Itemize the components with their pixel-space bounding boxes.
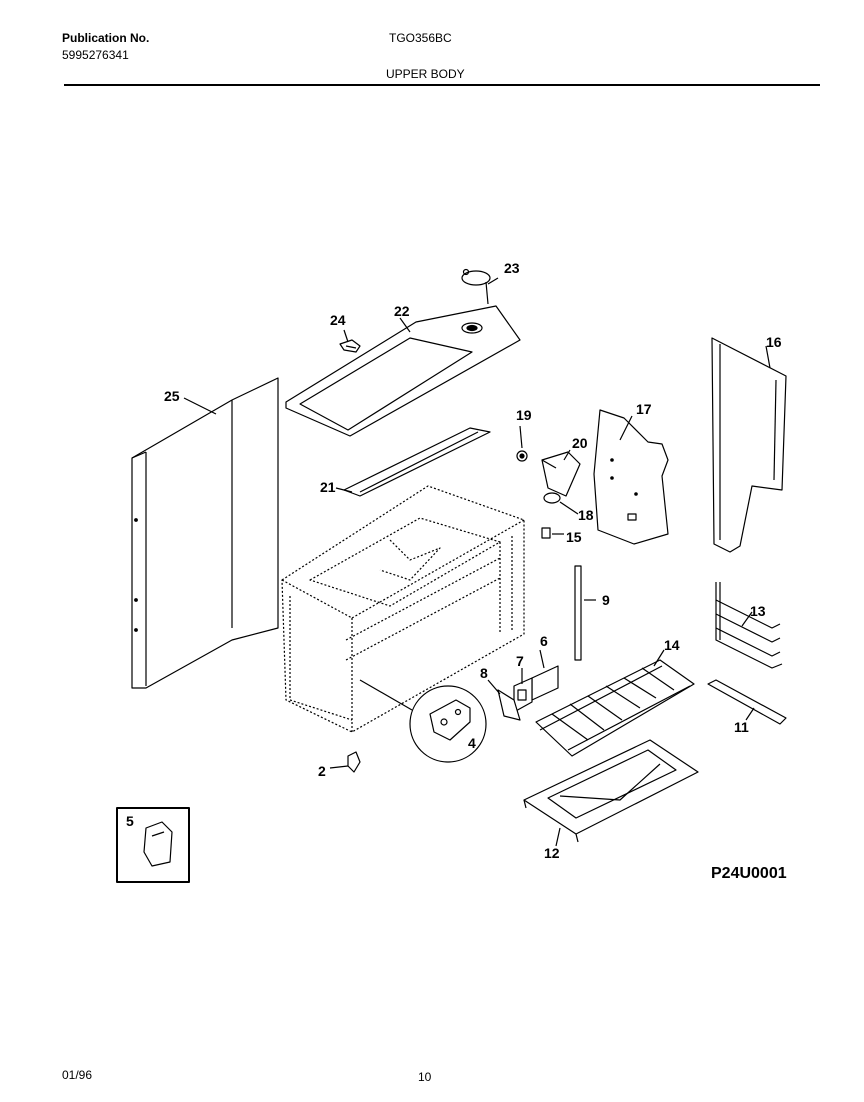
header-rule <box>64 84 820 86</box>
part-oven-rack <box>535 659 695 757</box>
part-bake-element <box>715 582 783 669</box>
model-number: TGO356BC <box>389 31 452 45</box>
publication-number: 5995276341 <box>62 48 129 62</box>
callout-25: 25 <box>164 388 180 404</box>
callout-2: 2 <box>318 763 326 779</box>
leader-lines <box>183 277 771 847</box>
section-title: UPPER BODY <box>386 67 465 81</box>
callout-15: 15 <box>566 529 582 545</box>
part-top-panel <box>285 305 521 437</box>
callout-22: 22 <box>394 303 410 319</box>
callout-24: 24 <box>330 312 346 328</box>
part-rod <box>574 565 582 661</box>
callout-14: 14 <box>664 637 680 653</box>
part-plate <box>531 665 559 701</box>
part-trim-bar <box>343 427 491 497</box>
part-element-bracket <box>707 679 787 725</box>
part-side-panel <box>131 377 279 689</box>
callout-23: 23 <box>504 260 520 276</box>
callout-17: 17 <box>636 401 652 417</box>
callout-8: 8 <box>480 665 488 681</box>
part-broiler-pan <box>523 739 699 843</box>
part-spring <box>541 527 551 539</box>
part-burner-cap <box>461 268 491 305</box>
callout-18: 18 <box>578 507 594 523</box>
callout-16: 16 <box>766 334 782 350</box>
callout-20: 20 <box>572 435 588 451</box>
callout-21: 21 <box>320 479 336 495</box>
callout-13: 13 <box>750 603 766 619</box>
part-bracket-detail <box>359 679 487 763</box>
callout-19: 19 <box>516 407 532 423</box>
footer-date: 01/96 <box>62 1068 93 1082</box>
publication-label: Publication No. <box>62 31 150 45</box>
part-clip-small <box>329 751 361 773</box>
footer-page-number: 10 <box>418 1070 432 1084</box>
callout-12: 12 <box>544 845 560 861</box>
part-bracket-7 <box>513 677 533 713</box>
callout-5: 5 <box>126 813 134 829</box>
part-boxed-knob <box>116 807 190 883</box>
part-rear-panel <box>711 337 787 553</box>
callout-9: 9 <box>602 592 610 608</box>
part-clip <box>339 339 361 353</box>
part-bracket-8 <box>497 689 521 721</box>
callout-7: 7 <box>516 653 524 669</box>
callout-6: 6 <box>540 633 548 649</box>
callout-11: 11 <box>734 719 749 735</box>
drawing-code: P24U0001 <box>711 865 787 882</box>
callout-4: 4 <box>468 735 476 751</box>
part-shield <box>593 409 669 545</box>
part-oven-body <box>281 485 525 733</box>
part-igniter <box>516 450 581 504</box>
